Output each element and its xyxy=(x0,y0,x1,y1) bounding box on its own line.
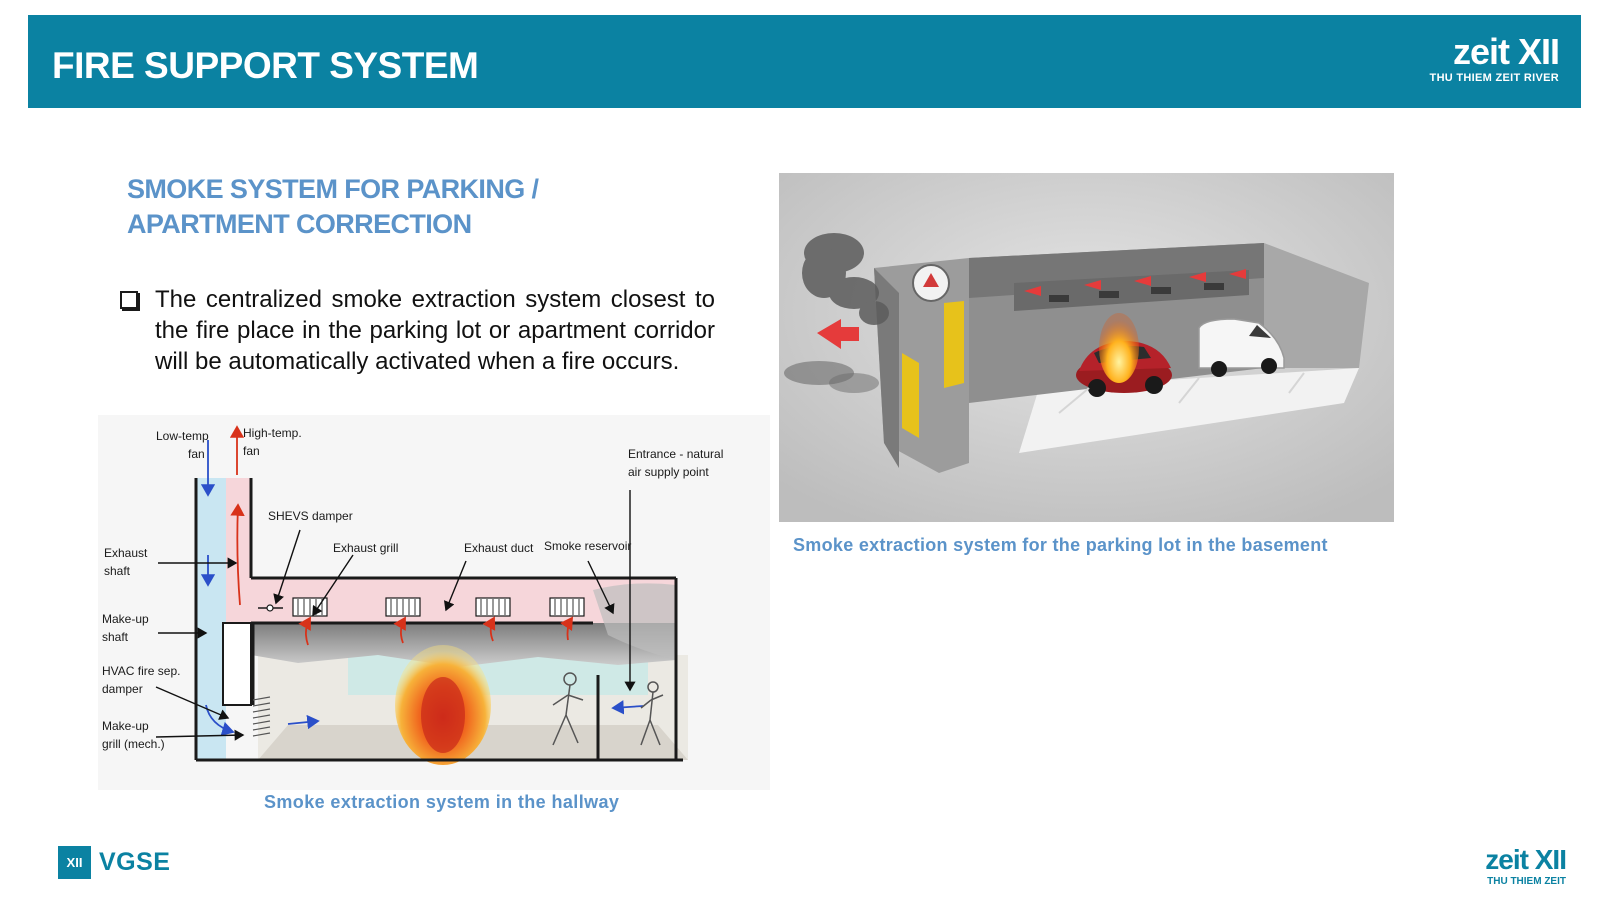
zeit-logo-subtitle: THU THIEM ZEIT RIVER xyxy=(1429,72,1559,84)
label-makeup-shaft-2: shaft xyxy=(102,630,129,644)
label-makeup-grill-1: Make-up xyxy=(102,719,149,733)
page-title: FIRE SUPPORT SYSTEM xyxy=(52,45,479,86)
zeit-footer-logo-word: zeit XII xyxy=(1485,844,1567,875)
section-subtitle-line1: SMOKE SYSTEM FOR PARKING / xyxy=(127,174,539,204)
label-exhaust-shaft-1: Exhaust xyxy=(104,546,148,560)
label-low-temp-fan-2: fan xyxy=(188,447,205,461)
section-subtitle-line2: APARTMENT CORRECTION xyxy=(127,209,472,239)
label-hvac-1: HVAC fire sep. xyxy=(102,664,180,678)
zeit-logo: zeit XII THU THIEM ZEIT RIVER xyxy=(1409,31,1560,85)
parking-render-caption: Smoke extraction system for the parking … xyxy=(793,535,1328,555)
label-makeup-shaft-1: Make-up xyxy=(102,612,149,626)
hallway-smoke-diagram: Low-temp fan High-temp. fan Entrance - n… xyxy=(98,415,770,790)
label-shevs-damper: SHEVS damper xyxy=(268,509,353,523)
label-makeup-grill-2: grill (mech.) xyxy=(102,737,165,751)
label-low-temp-fan-1: Low-temp xyxy=(156,429,209,443)
label-hvac-2: damper xyxy=(102,682,143,696)
parking-smoke-render xyxy=(779,173,1394,522)
vgse-logo-word: VGSE xyxy=(99,848,171,876)
label-exhaust-shaft-2: shaft xyxy=(104,564,131,578)
header-banner: FIRE SUPPORT SYSTEM zeit XII THU THIEM Z… xyxy=(28,15,1581,108)
label-smoke-reservoir: Smoke reservoir xyxy=(544,539,631,553)
zeit-footer-logo: zeit XII THU THIEM ZEIT xyxy=(1456,844,1567,888)
zeit-footer-logo-subtitle: THU THIEM ZEIT xyxy=(1487,876,1566,887)
section-subtitle: SMOKE SYSTEM FOR PARKING / APARTMENT COR… xyxy=(127,172,539,242)
hallway-diagram-caption: Smoke extraction system in the hallway xyxy=(264,792,620,812)
label-entrance-2: air supply point xyxy=(628,465,709,479)
label-high-temp-fan-1: High-temp. xyxy=(243,426,302,440)
label-entrance-1: Entrance - natural xyxy=(628,447,723,461)
vgse-logo-mark: XII xyxy=(58,846,91,879)
label-exhaust-duct: Exhaust duct xyxy=(464,541,534,555)
zeit-logo-word: zeit XII xyxy=(1452,31,1560,72)
label-exhaust-grill: Exhaust grill xyxy=(333,541,398,555)
vgse-logo: XII VGSE xyxy=(58,846,170,879)
checkbox-bullet-icon xyxy=(120,291,138,309)
bullet-text: The centralized smoke extraction system … xyxy=(155,286,715,375)
label-high-temp-fan-2: fan xyxy=(243,444,260,458)
diagram-labels: Low-temp fan High-temp. fan Entrance - n… xyxy=(102,426,723,751)
